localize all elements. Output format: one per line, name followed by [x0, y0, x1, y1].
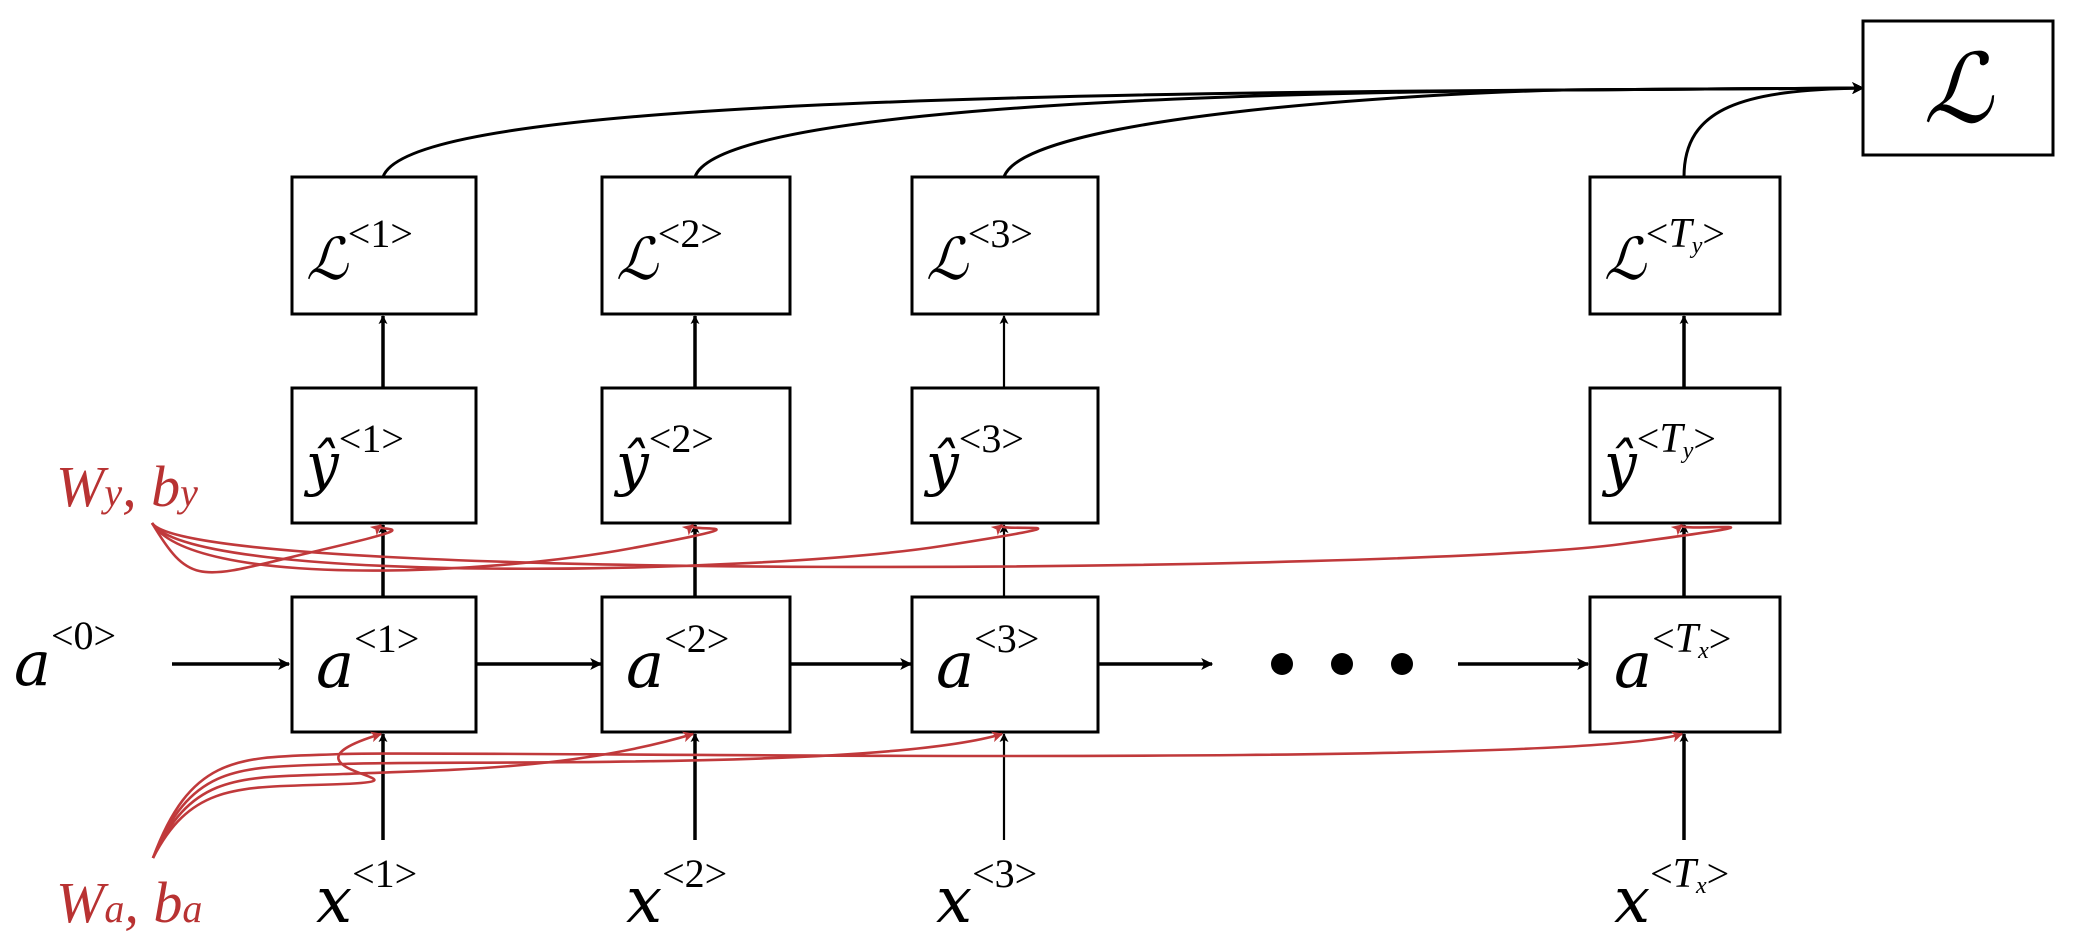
- loss-label: ℒ<Ty>: [1604, 211, 1725, 293]
- timestep-column: ℒ<3> ŷ<3> a<3> x<3>: [910, 175, 1100, 938]
- activation-box: [1588, 595, 1782, 734]
- loss-to-total-edge: [1682, 82, 1865, 178]
- output-param-edge: [150, 522, 1040, 571]
- output-params-label: Wy, by: [56, 454, 198, 519]
- recurrent-params-label: Wa, ba: [56, 870, 202, 935]
- loss-to-total-edge: [381, 82, 1865, 178]
- activation-label: a<Tx>: [1614, 616, 1731, 703]
- recurrent-param-edge: [151, 731, 1004, 859]
- activation-box: [910, 595, 1100, 734]
- loss-box: [910, 175, 1100, 316]
- input-label: x<2>: [626, 851, 727, 938]
- ellipsis: [1098, 653, 1590, 675]
- output-param-edge: [150, 522, 718, 572]
- loss-label: ℒ<2>: [616, 211, 723, 293]
- output-param-edge: [150, 522, 394, 574]
- activation-label: a<3>: [936, 616, 1039, 703]
- prediction-box: [910, 386, 1100, 525]
- activation-box: [290, 595, 478, 734]
- loss-box: [1588, 175, 1782, 316]
- input-label: x<3>: [936, 851, 1037, 938]
- timestep-column: ℒ<2> ŷ<2> a<2> x<2>: [600, 175, 913, 938]
- recurrent-param-edge: [151, 731, 383, 859]
- initial-activation-label: a<0>: [14, 613, 116, 700]
- timestep-column: ℒ<Ty> ŷ<Ty> a<Tx> x<Tx>: [1588, 175, 1782, 938]
- ellipsis-dot: [1391, 653, 1413, 675]
- total-loss-box: [1861, 19, 2055, 157]
- timestep-columns: ℒ<1> ŷ<1> a<1> x<1> ℒ<2> ŷ<2> a<2> x<2> ℒ<3> ŷ<3>…: [290, 175, 1782, 938]
- input-label: x<Tx>: [1614, 851, 1729, 938]
- input-label: x<1>: [316, 851, 417, 938]
- parameter-sharing-edges: [150, 522, 1733, 859]
- loss-label: ℒ<1>: [306, 211, 413, 293]
- timestep-column: ℒ<1> ŷ<1> a<1> x<1>: [290, 175, 603, 938]
- activation-label: a<1>: [316, 616, 419, 703]
- loss-box: [290, 175, 478, 316]
- loss-aggregation-edges: [381, 82, 1865, 178]
- ellipsis-dot: [1331, 653, 1353, 675]
- loss-label: ℒ<3>: [926, 211, 1033, 293]
- activation-box: [600, 595, 792, 734]
- prediction-label: ŷ<3>: [923, 416, 1024, 498]
- total-loss-label: ℒ: [1923, 33, 1994, 145]
- output-param-edge: [150, 522, 1733, 569]
- recurrent-param-edge: [151, 731, 1684, 859]
- prediction-label: ŷ<1>: [303, 416, 404, 498]
- loss-to-total-edge: [1002, 82, 1865, 178]
- recurrent-param-edge: [151, 731, 695, 859]
- activation-label: a<2>: [626, 616, 729, 703]
- total-loss-node: ℒ: [1861, 19, 2055, 157]
- loss-to-total-edge: [693, 82, 1865, 178]
- prediction-box: [290, 386, 478, 525]
- prediction-label: ŷ<2>: [613, 416, 714, 498]
- ellipsis-dot: [1271, 653, 1293, 675]
- loss-box: [600, 175, 792, 316]
- initial-activation: a<0>: [14, 613, 291, 700]
- prediction-label: ŷ<Ty>: [1601, 416, 1716, 498]
